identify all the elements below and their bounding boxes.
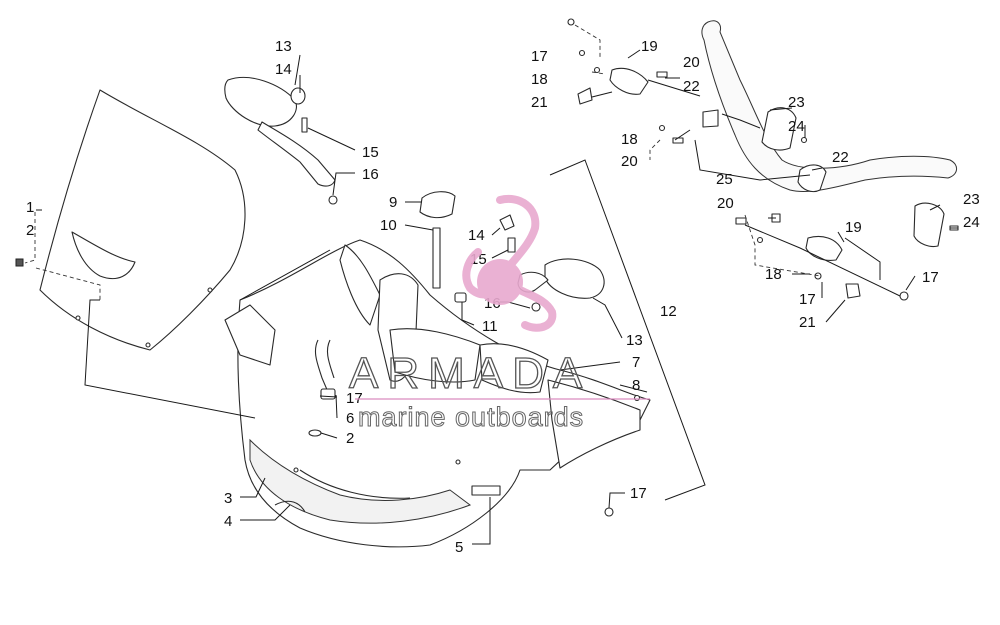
windshield bbox=[39, 89, 246, 351]
callout-7: 7 bbox=[632, 354, 640, 371]
front-fairing bbox=[224, 239, 651, 548]
leader-lines bbox=[24, 24, 958, 545]
callout-11: 11 bbox=[482, 318, 498, 335]
callout-20-mid: 20 bbox=[621, 153, 638, 170]
handlebar bbox=[701, 20, 957, 192]
callout-4: 4 bbox=[224, 513, 232, 530]
callout-18-top: 18 bbox=[531, 71, 548, 88]
callout-17-bottom: 17 bbox=[630, 485, 647, 502]
watermark-subtitle: marine outboards bbox=[358, 402, 584, 432]
callout-16-left: 16 bbox=[362, 166, 379, 183]
callout-5: 5 bbox=[455, 539, 463, 556]
upper-handlebar-clamp bbox=[567, 18, 827, 193]
callout-17-right: 17 bbox=[922, 269, 939, 286]
callout-13-left: 13 bbox=[275, 38, 292, 55]
callout-21-lower: 21 bbox=[799, 314, 816, 331]
callout-1: 1 bbox=[26, 199, 34, 216]
screw bbox=[15, 258, 24, 267]
callout-17-top: 17 bbox=[531, 48, 548, 65]
watermark: ARMADA marine outboards bbox=[348, 194, 650, 433]
callout-22-top: 22 bbox=[683, 78, 700, 95]
callout-9: 9 bbox=[389, 194, 397, 211]
callout-18-mid: 18 bbox=[621, 131, 638, 148]
callout-2: 2 bbox=[26, 222, 34, 239]
callout-19-top: 19 bbox=[641, 38, 658, 55]
callout-21-top: 21 bbox=[531, 94, 548, 111]
lower-handlebar-clamp bbox=[735, 202, 959, 301]
callout-24-right: 24 bbox=[963, 214, 980, 231]
callout-3: 3 bbox=[224, 490, 232, 507]
fastener bbox=[308, 429, 322, 437]
callout-15-left: 15 bbox=[362, 144, 379, 161]
callout-14-center: 14 bbox=[468, 227, 485, 244]
callout-17-center: 17 bbox=[346, 390, 363, 407]
callout-19-lower: 19 bbox=[845, 219, 862, 236]
callout-22-right: 22 bbox=[832, 149, 849, 166]
callout-8: 8 bbox=[632, 377, 640, 394]
callout-2-center: 2 bbox=[346, 430, 354, 447]
callout-14-left: 14 bbox=[275, 61, 292, 78]
watermark-logo bbox=[462, 194, 557, 332]
callout-10: 10 bbox=[380, 217, 397, 234]
callout-20-top: 20 bbox=[683, 54, 700, 71]
callout-24-top: 24 bbox=[788, 118, 805, 135]
callout-23-right: 23 bbox=[963, 191, 980, 208]
sensor-unit bbox=[419, 191, 516, 303]
watermark-title: ARMADA bbox=[349, 349, 591, 398]
right-mirror bbox=[517, 258, 605, 312]
callout-20-lower: 20 bbox=[717, 195, 734, 212]
left-mirror bbox=[224, 76, 338, 205]
callout-6: 6 bbox=[346, 410, 354, 427]
callout-17-lower: 17 bbox=[799, 291, 816, 308]
callout-18-lower: 18 bbox=[765, 266, 782, 283]
callout-25: 25 bbox=[716, 171, 733, 188]
callout-12: 12 bbox=[660, 303, 677, 320]
callout-labels: 1 2 3 4 5 6 2 17 7 8 9 10 11 12 13 13 14… bbox=[26, 38, 980, 556]
callout-13-right: 13 bbox=[626, 332, 643, 349]
callout-23-top: 23 bbox=[788, 94, 805, 111]
